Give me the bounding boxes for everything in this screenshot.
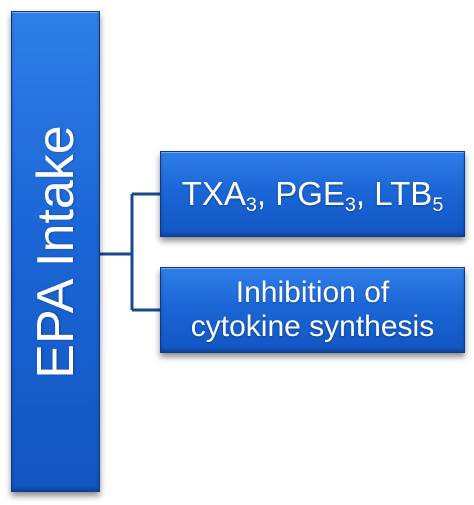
- child-node-cytokine-inhibition: Inhibition of cytokine synthesis: [160, 267, 465, 353]
- label-subscript: 5: [432, 193, 444, 216]
- child-node-eicosanoids: TXA3, PGE3, LTB5: [160, 151, 465, 237]
- label-subscript: 3: [344, 193, 356, 216]
- label-part: , PGE: [256, 175, 345, 212]
- root-node-epa-intake: EPA Intake: [11, 11, 100, 492]
- label-part: TXA: [181, 175, 246, 212]
- child-node-eicosanoids-label: TXA3, PGE3, LTB5: [181, 175, 444, 216]
- child-node-line-1: Inhibition of: [235, 276, 390, 310]
- child-node-line-2: cytokine synthesis: [190, 310, 435, 343]
- root-node-label: EPA Intake: [26, 124, 85, 379]
- label-subscript: 3: [245, 193, 257, 216]
- label-part: , LTB: [355, 175, 433, 212]
